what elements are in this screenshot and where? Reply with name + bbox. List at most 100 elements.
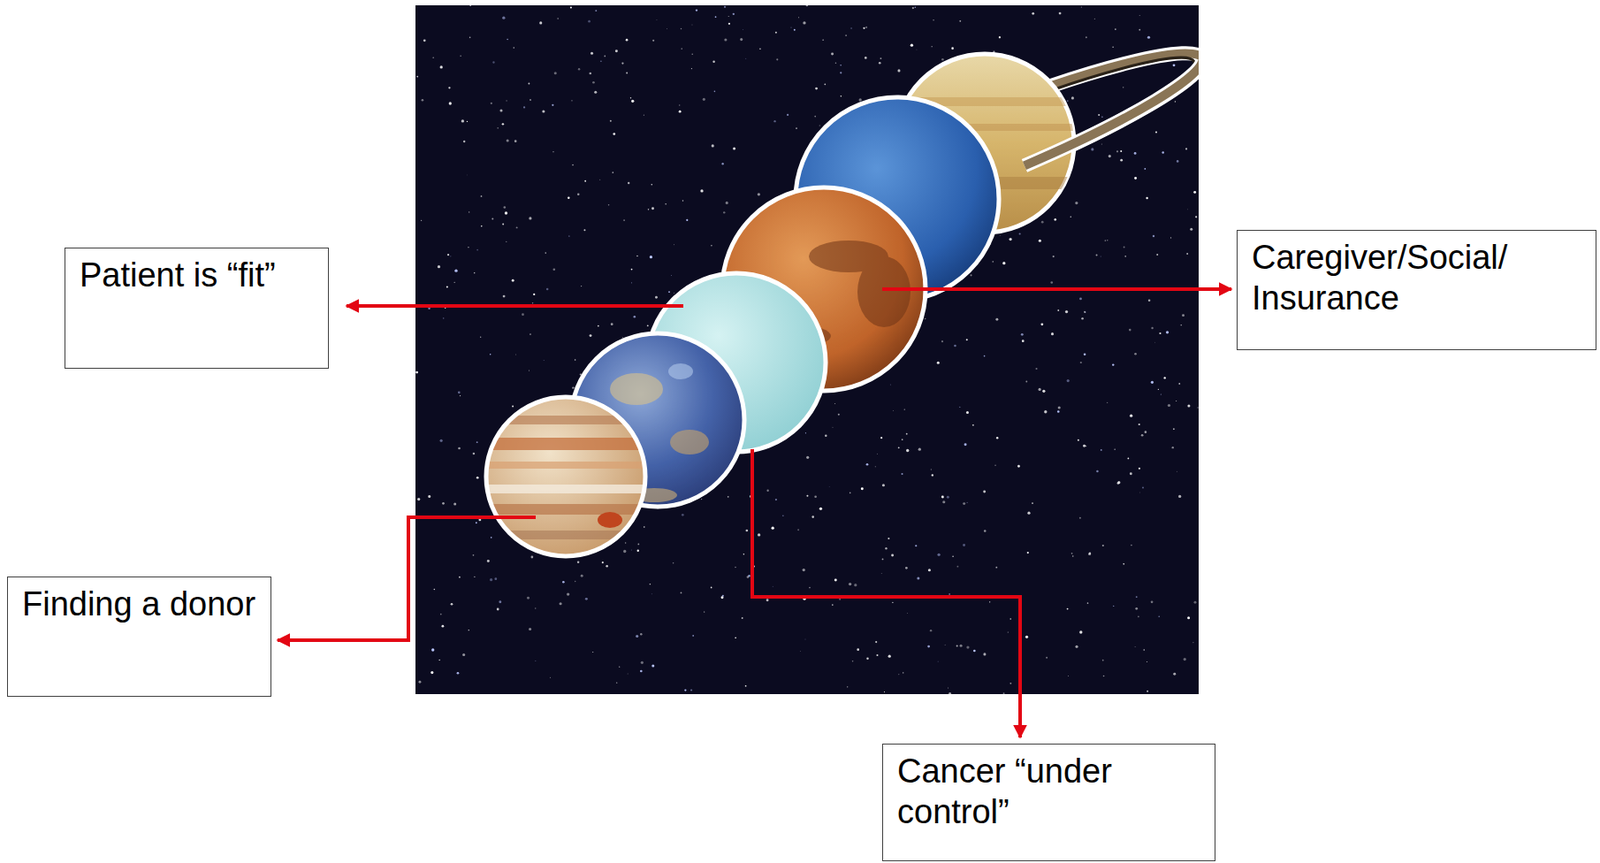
star xyxy=(528,83,531,85)
star xyxy=(1057,410,1060,413)
star xyxy=(929,629,932,632)
star xyxy=(1081,6,1082,8)
star xyxy=(1196,406,1199,409)
star xyxy=(692,53,694,55)
star xyxy=(489,353,491,355)
star xyxy=(1027,551,1029,554)
star xyxy=(838,413,840,416)
star xyxy=(915,48,918,51)
star xyxy=(1124,255,1127,258)
star xyxy=(532,302,534,304)
star xyxy=(1084,311,1087,313)
star xyxy=(457,391,461,395)
star xyxy=(1146,690,1149,693)
callout-text: Finding a donor xyxy=(22,584,259,625)
star xyxy=(449,255,451,257)
star xyxy=(1066,608,1069,610)
star xyxy=(529,333,532,336)
star xyxy=(972,424,975,427)
star xyxy=(434,588,436,591)
star xyxy=(766,598,770,602)
star xyxy=(798,16,800,18)
star xyxy=(815,87,818,91)
callout-box: Patient is “fit” xyxy=(64,247,329,369)
star xyxy=(682,199,684,201)
star xyxy=(592,81,595,84)
star xyxy=(1160,393,1162,395)
star xyxy=(440,613,442,616)
star xyxy=(506,38,508,40)
star xyxy=(806,5,809,7)
star xyxy=(814,495,817,499)
star xyxy=(933,19,935,21)
star xyxy=(722,594,724,597)
star xyxy=(1122,86,1124,88)
star xyxy=(1035,367,1037,370)
star xyxy=(1038,388,1042,391)
star xyxy=(771,526,775,530)
star xyxy=(420,220,422,221)
star xyxy=(1079,630,1082,633)
star xyxy=(1083,311,1086,313)
star xyxy=(1112,45,1113,47)
star xyxy=(739,38,743,41)
star xyxy=(468,211,470,213)
star xyxy=(446,286,449,289)
star xyxy=(728,22,731,25)
star xyxy=(463,140,465,143)
star xyxy=(530,556,534,559)
star xyxy=(476,249,479,252)
star xyxy=(866,463,869,466)
star xyxy=(1187,616,1190,619)
star xyxy=(650,183,653,186)
star xyxy=(615,49,618,53)
star xyxy=(1007,631,1009,633)
star xyxy=(1150,380,1154,384)
star xyxy=(1077,439,1080,442)
star xyxy=(1093,17,1096,20)
star xyxy=(1009,682,1012,685)
star xyxy=(1187,403,1190,407)
star xyxy=(982,652,986,656)
stars xyxy=(415,5,1199,694)
star xyxy=(1070,216,1072,218)
star xyxy=(498,600,502,603)
star xyxy=(499,109,503,113)
callout-text: Cancer “under control” xyxy=(897,751,1203,832)
star xyxy=(630,97,632,99)
star xyxy=(466,121,468,122)
star xyxy=(742,28,745,31)
star xyxy=(1147,36,1151,39)
star xyxy=(711,144,715,147)
star xyxy=(702,98,706,101)
star xyxy=(647,208,649,210)
star xyxy=(475,521,478,524)
star xyxy=(1129,472,1133,475)
star xyxy=(1114,28,1117,31)
star xyxy=(562,580,565,584)
star xyxy=(891,601,893,603)
star xyxy=(448,86,450,89)
star xyxy=(1020,333,1024,336)
star xyxy=(970,274,973,276)
star xyxy=(860,487,864,490)
star xyxy=(811,515,815,519)
star xyxy=(901,438,904,441)
star xyxy=(1071,96,1075,100)
star xyxy=(637,543,640,546)
starry-sky xyxy=(415,5,1199,694)
star xyxy=(534,607,537,610)
star xyxy=(941,495,945,499)
star xyxy=(1112,605,1114,607)
star xyxy=(853,583,857,587)
star xyxy=(712,60,715,63)
star xyxy=(905,566,908,570)
star xyxy=(440,65,443,69)
star xyxy=(1175,470,1178,473)
star xyxy=(983,529,986,532)
star xyxy=(637,549,640,552)
star xyxy=(496,608,500,611)
star xyxy=(1042,389,1045,393)
star xyxy=(1144,430,1148,434)
